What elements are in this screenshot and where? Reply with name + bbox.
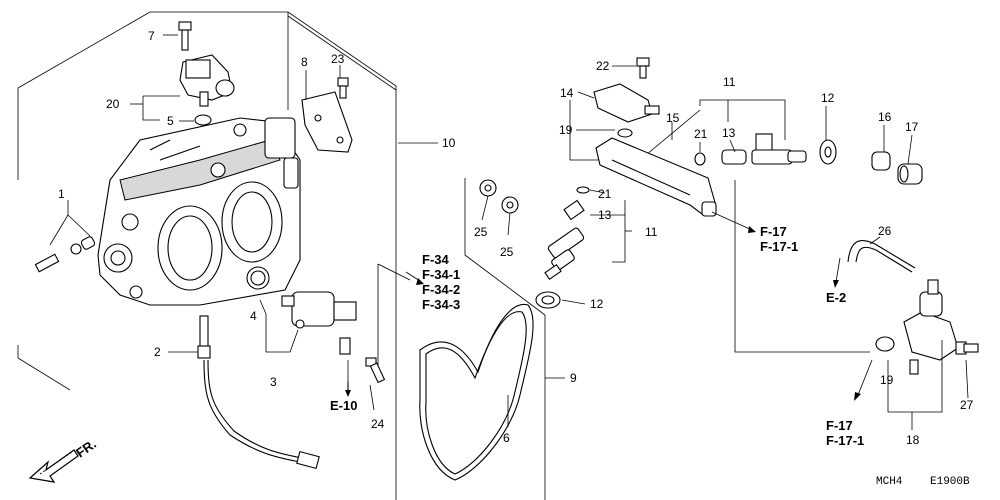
callout-1: 1 — [58, 187, 65, 201]
callout-18: 18 — [906, 433, 920, 447]
fuel-injector-rear — [721, 133, 807, 165]
screw-set — [34, 236, 96, 273]
callout-2: 2 — [154, 345, 161, 359]
bracket-bolt — [337, 77, 349, 99]
regulator-bolt — [955, 341, 979, 355]
callout-24: 24 — [371, 417, 385, 431]
fuel-pressure-regulator — [903, 279, 959, 375]
callout-17: 17 — [905, 120, 919, 134]
fuel-pressure-sensor — [593, 83, 660, 123]
callout-7: 7 — [148, 29, 155, 43]
callout-14: 14 — [560, 86, 574, 100]
ref-e2: E-2 — [826, 290, 846, 305]
callout-26: 26 — [878, 224, 892, 238]
callout-4: 4 — [250, 309, 257, 323]
cap-16 — [871, 151, 891, 171]
nut-a — [479, 179, 497, 197]
model-code: MCH4 — [876, 476, 903, 488]
leader-lines — [49, 34, 969, 430]
injector-o-ring-rear — [694, 152, 706, 166]
injector-seal-front — [535, 291, 561, 309]
callout-13a: 13 — [598, 208, 612, 222]
fuel-rail — [595, 137, 717, 217]
callout-10: 10 — [442, 136, 456, 150]
reference-labels: E-10 F-34 F-34-1 F-34-2 F-34-3 F-17 F-17… — [330, 224, 864, 448]
nut-b — [501, 196, 519, 214]
bracket — [301, 91, 353, 153]
sensor-bolt — [178, 21, 192, 51]
callout-20: 20 — [106, 97, 120, 111]
ref-f34-1: F-34-1 — [422, 267, 460, 282]
injector-seal-rear — [819, 139, 837, 165]
throttle-body-gasket — [419, 303, 534, 481]
callout-11a: 11 — [645, 225, 658, 239]
callout-23: 23 — [331, 52, 345, 66]
ref-f17-lower: F-17 — [826, 418, 853, 433]
diagram-footer: MCH4 E1900B — [876, 476, 970, 488]
callout-numbers: 7 20 5 8 23 1 10 4 2 3 24 6 9 25 25 22 1… — [58, 29, 974, 447]
front-direction-arrow: FR. — [28, 436, 99, 483]
callout-8: 8 — [301, 55, 308, 69]
callout-22: 22 — [596, 59, 610, 73]
callout-5: 5 — [167, 114, 174, 128]
sensor-bolt-22 — [636, 57, 650, 79]
callout-12b: 12 — [821, 91, 835, 105]
cap-17 — [897, 163, 923, 185]
throttle-body-group-outline — [17, 11, 397, 500]
callout-15: 15 — [666, 111, 680, 125]
throttle-body — [97, 117, 301, 306]
valve-o-ring — [246, 266, 270, 290]
callout-27: 27 — [960, 398, 974, 412]
idle-air-control-valve — [281, 291, 357, 355]
fuel-injector-front — [544, 199, 585, 281]
ref-f34-3: F-34-3 — [422, 297, 460, 312]
regulator-o-ring — [875, 336, 895, 352]
sensor-o-ring-19 — [617, 128, 633, 138]
ref-f17-1-lower: F-17-1 — [826, 433, 864, 448]
callout-16: 16 — [878, 110, 892, 124]
vacuum-hose — [847, 240, 916, 273]
callout-9: 9 — [570, 371, 577, 385]
ref-f17-1-upper: F-17-1 — [760, 239, 798, 254]
injector-subgroup-outline — [377, 263, 411, 368]
ref-e10: E-10 — [330, 398, 357, 413]
callout-13b: 13 — [722, 126, 736, 140]
temperature-sensor — [197, 315, 320, 470]
callout-6: 6 — [503, 431, 510, 445]
map-sensor — [179, 54, 235, 107]
callout-12a: 12 — [590, 297, 604, 311]
callout-11b: 11 — [723, 75, 736, 89]
callout-21b: 21 — [694, 127, 708, 141]
ref-f34: F-34 — [422, 252, 450, 267]
callout-19a: 19 — [559, 123, 573, 137]
injector-o-ring-front — [576, 186, 590, 194]
reference-arrows — [345, 211, 873, 401]
mounting-bolt — [365, 357, 386, 384]
callout-21a: 21 — [598, 187, 612, 201]
ref-f34-2: F-34-2 — [422, 282, 460, 297]
callout-25a: 25 — [474, 225, 488, 239]
ref-f17-upper: F-17 — [760, 224, 787, 239]
callout-25b: 25 — [500, 245, 514, 259]
callout-19b: 19 — [880, 373, 894, 387]
sensor-o-ring — [194, 114, 212, 126]
callout-3: 3 — [270, 375, 277, 389]
diagram-code: E1900B — [930, 476, 970, 488]
fuel-rail-group-outline — [464, 100, 870, 500]
